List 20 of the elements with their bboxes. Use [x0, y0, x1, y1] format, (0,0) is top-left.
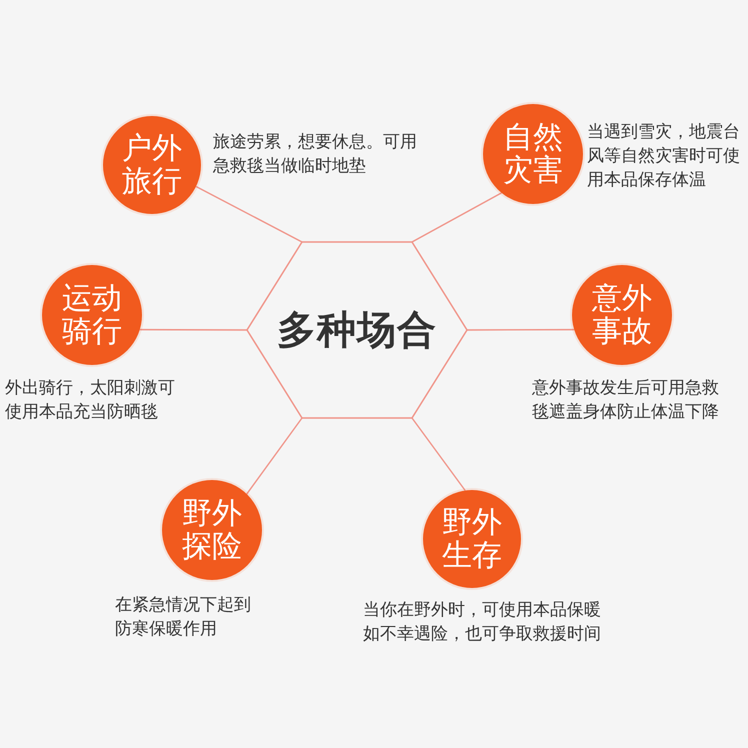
description-text: 外出骑行，太阳刺激可使用本品充当防晒毯 [5, 377, 176, 424]
description-text: 当你在野外时，可使用本品保暖如不幸遇险，也可争取救援时间 [363, 599, 602, 646]
connector-line [412, 192, 502, 243]
category-label: 意外事故 [590, 282, 653, 348]
category-label: 户外旅行 [121, 132, 183, 198]
category-label: 运动骑行 [61, 282, 123, 348]
hexagon-node [247, 242, 467, 418]
description-text: 意外事故发生后可用急救毯遮盖身体防止体温下降 [532, 377, 720, 424]
description-text: 当遇到雪灾，地震台风等自然灾害时可使用本品保存体温 [587, 121, 741, 192]
connector-line [196, 186, 302, 243]
category-label: 自然灾害 [502, 121, 564, 187]
center-title: 多种场合 [277, 307, 437, 355]
category-label: 野外探险 [181, 497, 243, 563]
category-label: 野外生存 [441, 506, 503, 572]
connector-line [467, 328, 574, 331]
description-text: 在紧急情况下起到防寒保暖作用 [115, 594, 252, 641]
description-text: 旅途劳累，想要休息。可用急救毯当做临时地垫 [213, 131, 418, 178]
connector-line [411, 418, 466, 491]
connector-line [246, 418, 303, 494]
connector-line [140, 328, 247, 331]
